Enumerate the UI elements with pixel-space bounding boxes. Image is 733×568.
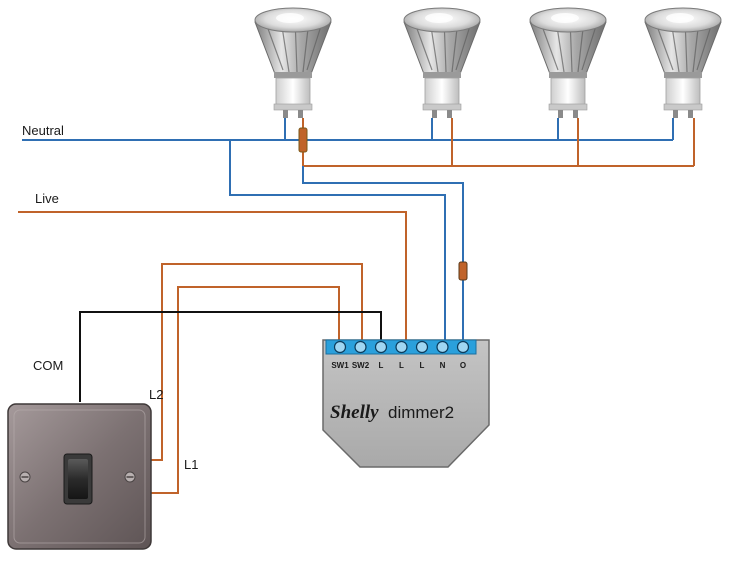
- terminal-l-2: [374, 340, 388, 354]
- neutral-to-dimmer-n: [229, 140, 446, 340]
- l1-wire: [150, 286, 340, 494]
- lamp-3: [529, 7, 607, 119]
- terminal-sw2-1: [354, 340, 367, 354]
- terminal-sw1-0: [333, 340, 347, 354]
- device-brand: Shelly: [330, 402, 379, 423]
- terminal-label-sw1-0: SW1: [331, 361, 349, 370]
- switch-rocker: [68, 459, 88, 499]
- terminal-n-5: [436, 340, 449, 354]
- inline-component-marker: [458, 261, 468, 281]
- lamp-4: [644, 7, 722, 119]
- terminal-label-sw2-1: SW2: [352, 361, 370, 370]
- lamp-2: [403, 7, 481, 119]
- com-label: COM: [33, 358, 63, 373]
- neutral-label: Neutral: [22, 123, 64, 138]
- device-model: dimmer2: [388, 403, 454, 422]
- terminal-l-4: [415, 340, 429, 354]
- terminal-label-o-6: O: [460, 361, 466, 370]
- live-label: Live: [35, 191, 59, 206]
- terminal-o-6: [456, 340, 470, 354]
- l1-label: L1: [184, 457, 198, 472]
- switch-screw-left: [19, 471, 31, 483]
- l2-label: L2: [149, 387, 163, 402]
- output-bus-wire: [302, 118, 694, 167]
- l2-wire: [150, 263, 363, 461]
- switch-screw-right: [124, 471, 136, 483]
- com-wire: [79, 311, 382, 402]
- output-from-dimmer-o: [302, 166, 464, 340]
- wall-switch: [7, 403, 152, 550]
- lamp-1: [254, 7, 332, 119]
- terminal-label-l-3: L: [399, 361, 404, 370]
- neutral-junction-marker: [298, 127, 308, 153]
- live-wire: [18, 211, 407, 340]
- terminal-l-3: [395, 340, 408, 354]
- terminal-label-l-4: L: [420, 361, 425, 370]
- terminal-label-n-5: N: [440, 361, 446, 370]
- terminal-label-l-2: L: [379, 361, 384, 370]
